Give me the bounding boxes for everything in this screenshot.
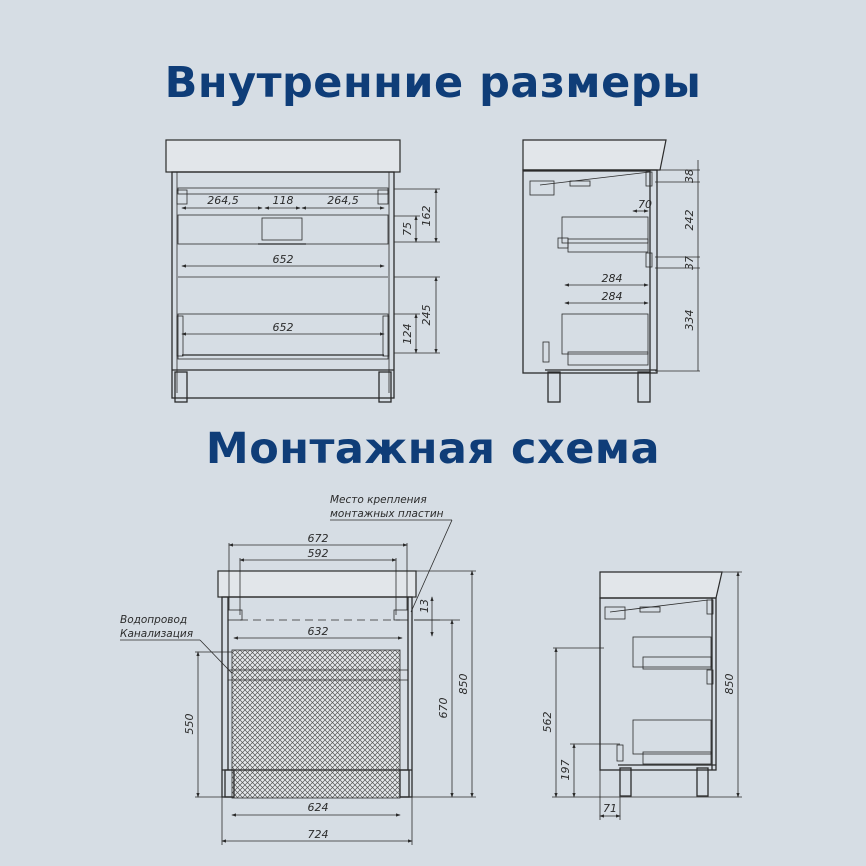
dim-13: 13: [418, 599, 431, 613]
dim-264-left: 264,5: [207, 194, 239, 207]
dim-70: 70: [638, 198, 652, 211]
label-plates-line1: Место крепления: [330, 494, 427, 506]
inner-side-view: 70 284 284 38 242 37 334: [522, 139, 700, 403]
dim-284-a: 284: [602, 272, 623, 285]
dim-245: 245: [420, 305, 433, 326]
dim-71: 71: [603, 802, 617, 815]
dim-118: 118: [273, 194, 294, 207]
dim-334: 334: [683, 310, 696, 331]
label-plates-line2: монтажных пластин: [330, 508, 444, 520]
dim-632: 632: [308, 625, 329, 638]
dim-264-right: 264,5: [327, 194, 359, 207]
dim-550: 550: [183, 714, 196, 735]
dim-592: 592: [308, 547, 329, 560]
dim-162: 162: [420, 206, 433, 227]
dim-124: 124: [401, 324, 414, 345]
dim-850-front: 850: [457, 674, 470, 695]
mount-front-view: Место крепления монтажных пластин Водопр…: [120, 494, 476, 845]
inner-front-view: 264,5 118 264,5 652 652 162 75 245 124: [165, 139, 440, 403]
label-pipes-line2: Канализация: [120, 628, 193, 640]
dim-724: 724: [308, 828, 329, 841]
title-mounting-scheme: Монтажная схема: [205, 424, 661, 474]
dim-242: 242: [683, 210, 696, 231]
dim-197: 197: [559, 760, 572, 781]
dim-652-top: 652: [273, 253, 294, 266]
dim-38: 38: [683, 169, 696, 183]
dim-670: 670: [437, 698, 450, 719]
dim-850-side: 850: [723, 674, 736, 695]
dim-284-b: 284: [602, 290, 623, 303]
label-pipes-line1: Водопровод: [120, 614, 187, 626]
dim-562: 562: [541, 712, 554, 733]
mount-side-view: 850 562 197 71: [541, 571, 742, 820]
dim-624: 624: [308, 801, 329, 814]
dim-652-bottom: 652: [273, 321, 294, 334]
dim-75: 75: [401, 222, 414, 236]
title-inner-dimensions: Внутренние размеры: [164, 58, 702, 108]
dim-672: 672: [308, 532, 329, 545]
dim-37: 37: [683, 256, 696, 270]
